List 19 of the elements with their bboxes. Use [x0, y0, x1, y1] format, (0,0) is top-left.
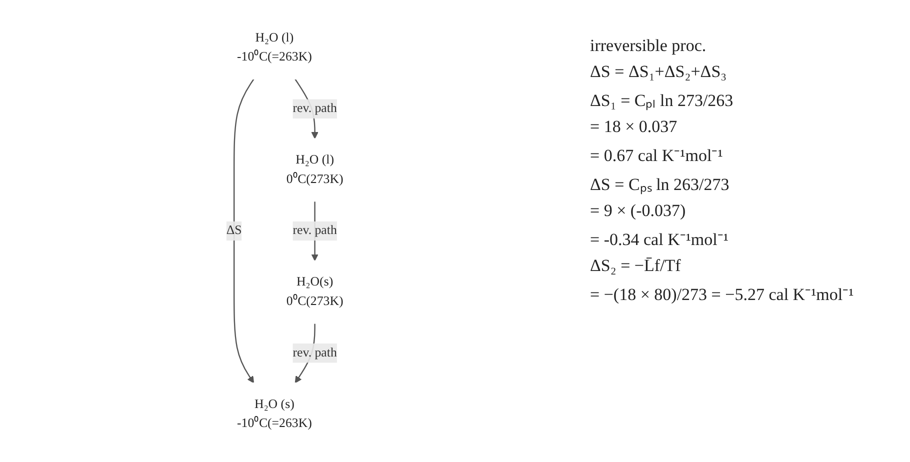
- formula-text: = 18 × 0.037: [590, 117, 678, 137]
- formula-text: = -0.34 cal K⁻¹mol⁻¹: [590, 229, 728, 250]
- edge-label: rev. path: [292, 224, 337, 238]
- node-text: H₂O(s) 0⁰C(273K): [286, 275, 344, 308]
- formula-text: = −(18 × 80)/273 = −5.27 cal K⁻¹mol⁻¹: [590, 284, 854, 305]
- formula-text: ΔS = Cₚₛ ln 263/273: [590, 174, 730, 195]
- arrow: [233, 78, 254, 384]
- formula-text: ΔS₁ = Cₚₗ ln 273/263: [590, 90, 734, 111]
- formula-text: ΔS = ΔS₁+ΔS₂+ΔS₃: [590, 62, 727, 82]
- formula-text: = 9 × (-0.037): [590, 201, 686, 221]
- node-text: H₂O (s) -10⁰C(=263K): [236, 397, 312, 430]
- edge-label: rev. path: [292, 346, 337, 360]
- edge-label: rev. path: [292, 102, 337, 116]
- formula-text: irreversible proc.: [590, 36, 706, 56]
- node-text: H₂O (l) -10⁰C(=263K): [236, 30, 312, 64]
- formula-text: ΔS₂ = −L̄f/Tf: [590, 256, 681, 276]
- edge-label: ΔS: [226, 224, 242, 238]
- node-text: H₂O (l) 0⁰C(273K): [286, 153, 344, 186]
- formula-text: = 0.67 cal K⁻¹mol⁻¹: [590, 145, 723, 166]
